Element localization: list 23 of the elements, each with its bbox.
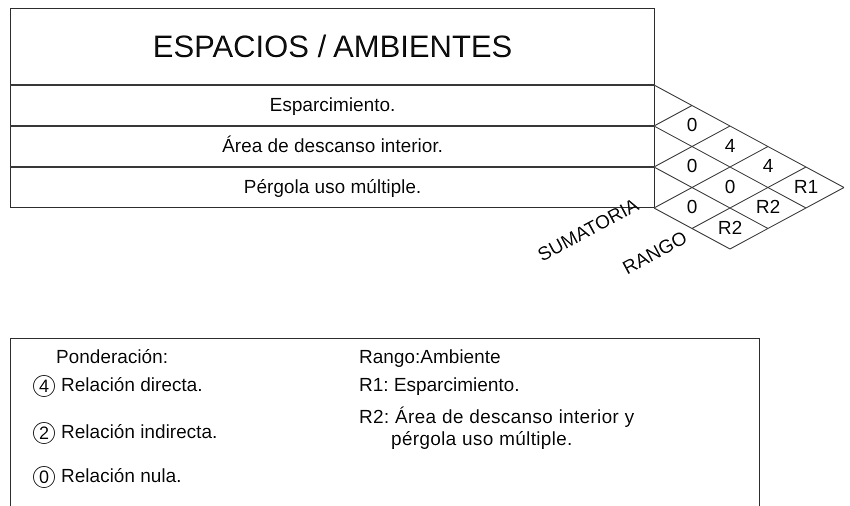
matrix-value: R1 [794, 178, 818, 198]
legend-item: Relación directa. [61, 375, 203, 397]
matrix-value: 0 [686, 198, 698, 218]
circled-number: 4 [33, 375, 55, 397]
legend-heading: Rango:Ambiente [359, 347, 501, 369]
legend-heading: Ponderación: [56, 347, 168, 369]
circled-number: 2 [33, 422, 55, 444]
matrix-value: R2 [756, 198, 780, 218]
legend-item: R1: Esparcimiento. [359, 375, 520, 397]
legend-item: Relación indirecta. [61, 422, 218, 444]
row-label: Esparcimiento. [10, 85, 655, 126]
matrix-value: 0 [724, 178, 736, 198]
legend-item: Relación nula. [61, 466, 182, 488]
legend-panel [10, 338, 760, 506]
row-label: Área de descanso interior. [10, 126, 655, 167]
matrix-value: 0 [686, 116, 698, 136]
matrix-value: R2 [718, 218, 742, 238]
header-cell: ESPACIOS / AMBIENTES [10, 8, 655, 85]
matrix-value: 4 [724, 136, 736, 156]
matrix-value: 0 [686, 157, 698, 177]
circled-number: 0 [33, 466, 55, 488]
matrix-value: 4 [762, 157, 774, 177]
legend-item: R2: Área de descanso interior y pérgola uso múltiple. [359, 407, 636, 451]
